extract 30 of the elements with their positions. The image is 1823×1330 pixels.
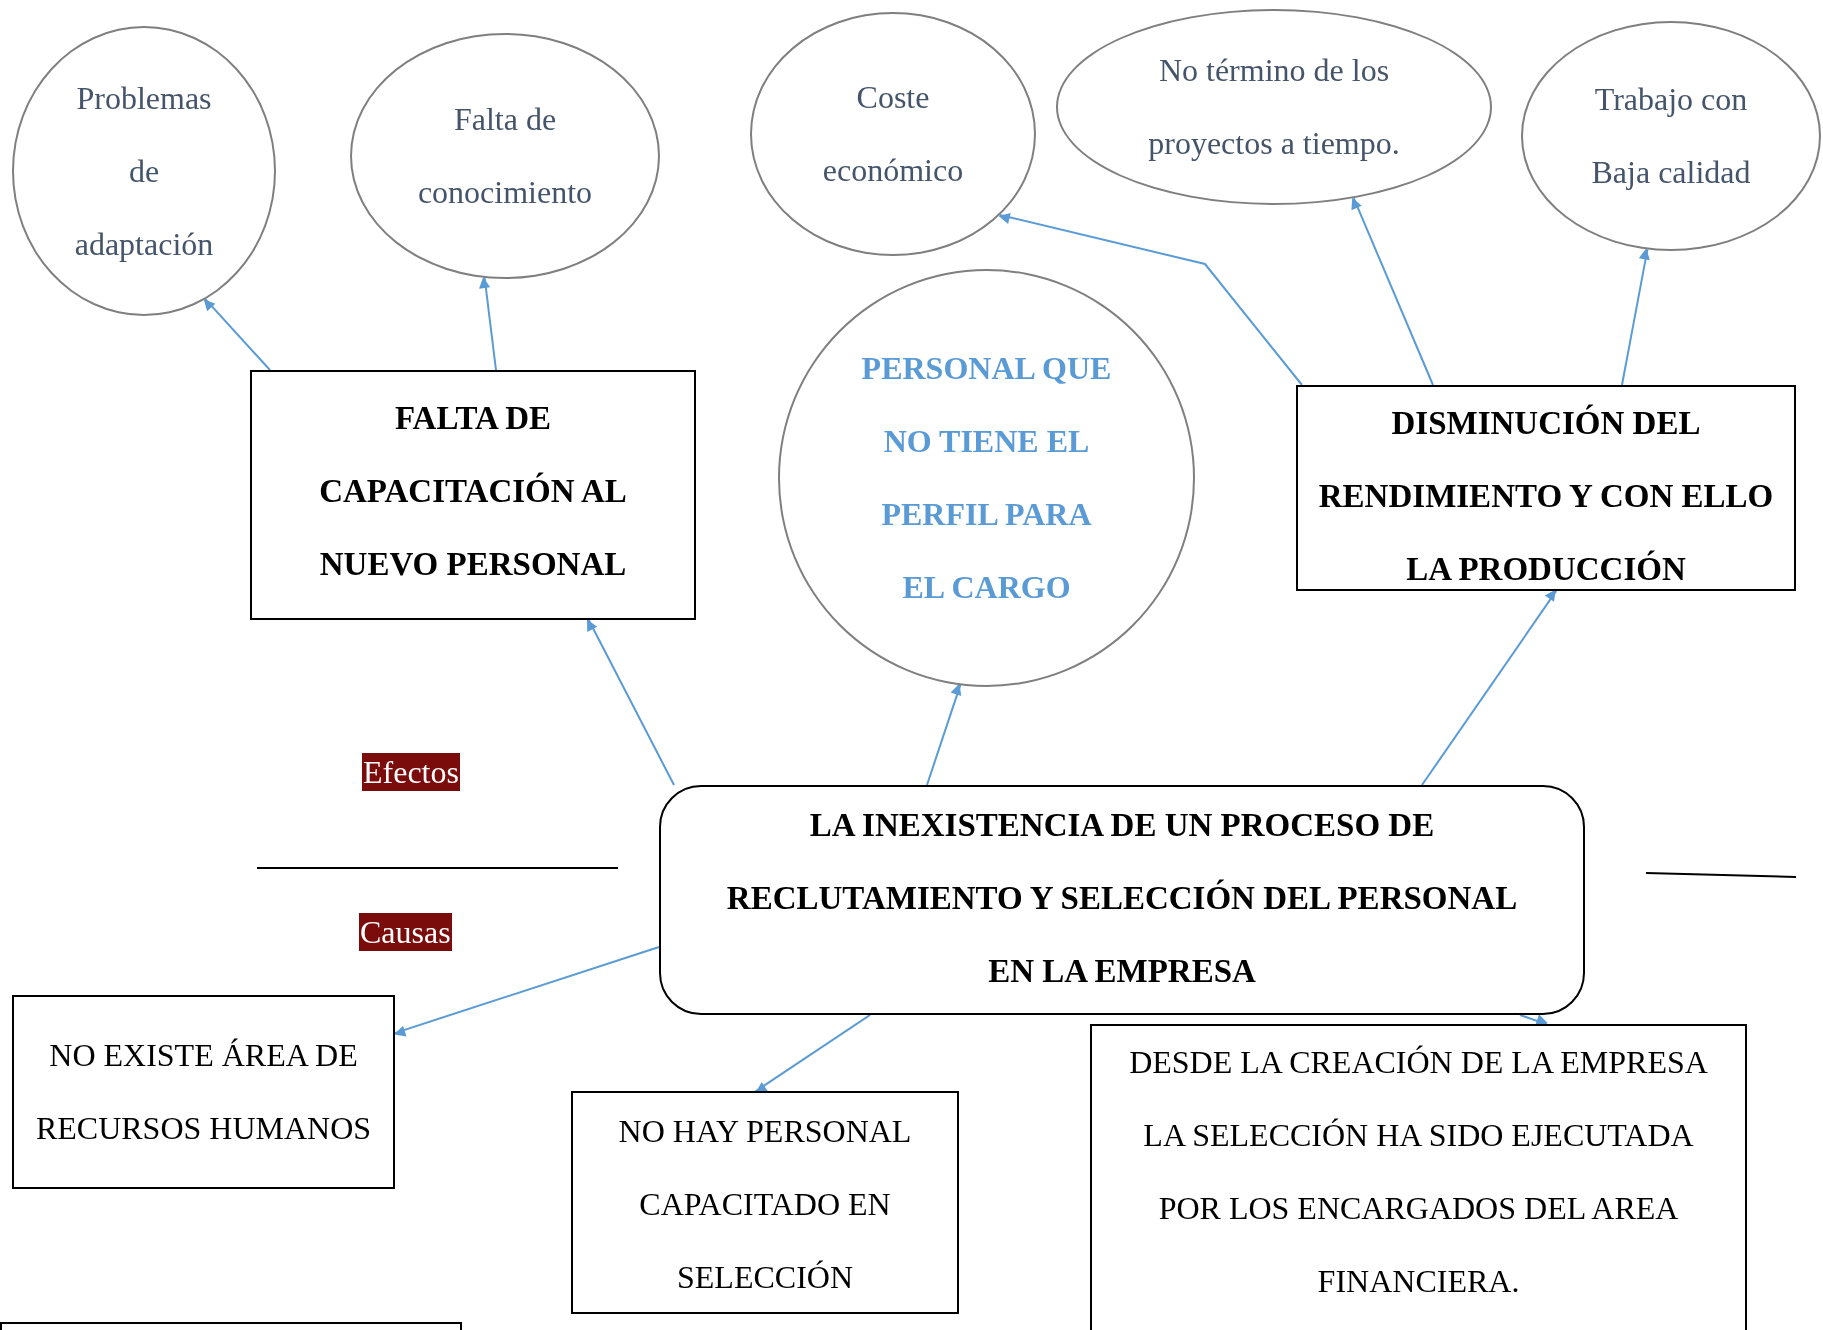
arrow [203,298,271,371]
text-box [1296,385,1796,591]
node-text: Coste económico [821,78,965,190]
text-box [12,995,395,1189]
text-box [250,370,696,620]
node-text: DISMINUCIÓN DEL RENDIMIENTO Y CON ELLO LA PRODUCCIÓN [1318,403,1774,589]
text-box [1090,1024,1747,1330]
node-text: NO EXISTE ÁREA DE RECURSOS HUMANOS [34,1036,373,1148]
node-text: DESDE LA CREACIÓN DE LA EMPRESA LA SELECCIÓN HA SIDO EJECUTADA POR LOS ENCARGADOS DEL AREA FINANCIERA. [1128,1043,1709,1301]
arrow [754,1014,871,1093]
arrow [1621,248,1650,386]
arrow [1421,589,1558,786]
node-text: NO HAY PERSONAL CAPACITADO EN SELECCIÓN [617,1112,913,1297]
node-text: Problemas de adaptación [73,78,215,264]
node-text: LA INEXISTENCIA DE UN PROCESO DE RECLUTAMIENTO Y SELECCIÓN DEL PERSONAL EN LA EMPRESA [725,806,1519,991]
node-text: FALTA DE CAPACITACIÓN AL NUEVO PERSONAL [318,399,628,584]
arrow [479,276,497,371]
arrow [587,618,675,786]
node-text: Falta de conocimiento [416,100,594,212]
text-box [571,1091,959,1314]
node-text: PERSONAL QUE NO TIENE EL PERFIL PARA EL CARGO [860,349,1113,607]
rounded-box [659,785,1585,1015]
arrow [926,683,962,786]
arrow [1351,197,1434,386]
node-text: No término de los proyectos a tiempo. [1147,51,1401,163]
section-label: Efectos [362,753,460,791]
section-label: Causas [359,913,452,951]
arrow [1519,1014,1548,1026]
arrow [998,213,1303,386]
node-text: Trabajo con Baja calidad [1590,80,1752,192]
